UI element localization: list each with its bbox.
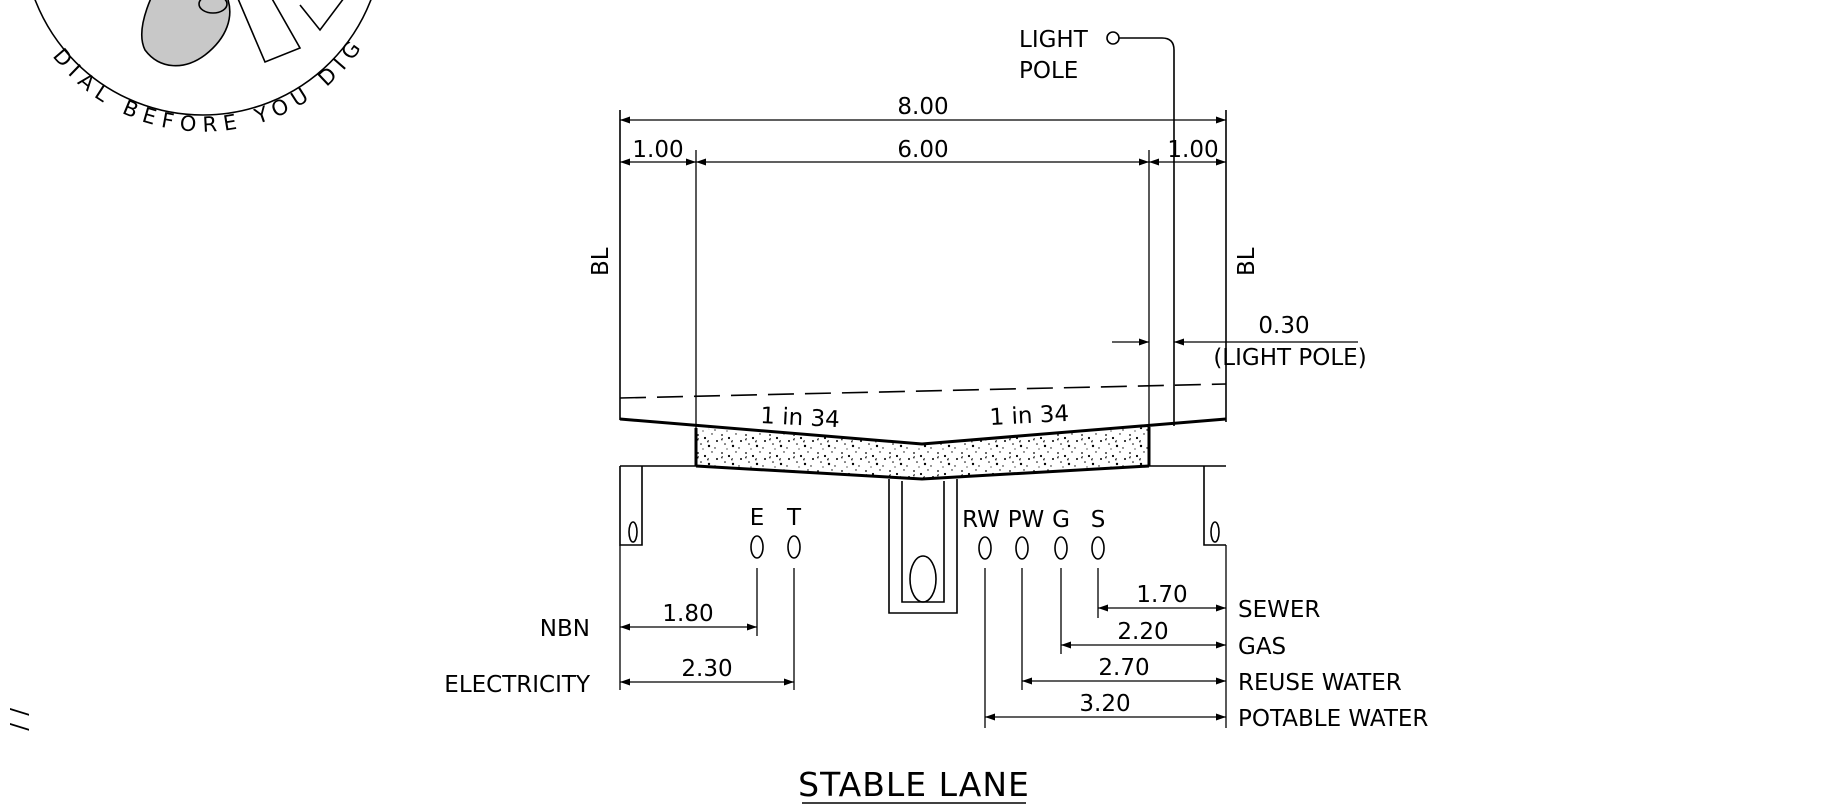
service-code-e: E — [750, 505, 765, 531]
gas-offset-label: 2.20 — [1117, 619, 1168, 645]
gas-dimension: 2.20 GAS — [1061, 619, 1286, 660]
service-conduits: E T RW PW G S — [750, 505, 1106, 560]
crossfall-right-label: 1 in 34 — [989, 401, 1070, 431]
light-pole-offset-label: 0.30 — [1258, 313, 1309, 339]
boundary-left-label: BL — [588, 247, 614, 276]
overall-width-dimension: 8.00 — [620, 94, 1226, 124]
electricity-offset-label: 2.30 — [681, 656, 732, 682]
light-pole-offset-note: (LIGHT POLE) — [1213, 345, 1366, 371]
service-code-pw: PW — [1008, 507, 1045, 533]
left-boundary-wall — [619, 466, 643, 546]
service-code-g: G — [1052, 507, 1070, 533]
logo-outer-ring — [34, 0, 372, 116]
pavement-section: 1 in 34 1 in 34 — [619, 401, 1227, 481]
light-pole: LIGHT POLE — [1019, 27, 1175, 426]
sewer-label: SEWER — [1238, 597, 1320, 623]
road-surface-line — [619, 417, 1227, 446]
reuse-water-pipe — [978, 536, 992, 560]
light-pole-lamp — [1106, 31, 1120, 45]
reuse-water-dimension: 2.70 REUSE WATER — [1022, 655, 1402, 696]
verge-dimensions: 1.00 6.00 1.00 — [620, 137, 1226, 166]
central-drainage-pit — [888, 479, 958, 614]
potable-water-offset-label: 3.20 — [1079, 691, 1130, 717]
sewer-pipe — [1091, 536, 1105, 560]
right-boundary-wall — [1203, 466, 1226, 546]
crossfall-left-label: 1 in 34 — [760, 403, 841, 433]
nbn-label: NBN — [540, 616, 590, 642]
logo-hand-shape — [141, 0, 231, 67]
overall-width-label: 8.00 — [897, 94, 948, 120]
title-text: STABLE LANE — [798, 765, 1030, 804]
electricity-conduit — [750, 535, 764, 559]
logo-shovel-blade — [237, 0, 302, 64]
light-pole-label-line2: POLE — [1019, 58, 1078, 84]
gas-label: GAS — [1238, 634, 1286, 660]
reuse-water-label: REUSE WATER — [1238, 670, 1402, 696]
left-wall-drain — [628, 521, 638, 543]
left-verge-label: 1.00 — [632, 137, 683, 163]
logo-shovel-head — [299, 0, 344, 32]
service-code-rw: RW — [962, 507, 1000, 533]
pavement-aggregate-fill — [696, 427, 1149, 479]
service-code-s: S — [1091, 507, 1106, 533]
light-pole-post — [1119, 37, 1175, 426]
boundary-right-label: BL — [1234, 247, 1260, 276]
right-wall-drain — [1210, 521, 1220, 543]
nbn-dimension: 1.80 NBN — [540, 601, 757, 642]
finished-level-dashed-line — [619, 383, 1227, 399]
light-pole-offset-dimension: 0.30 (LIGHT POLE) — [1112, 313, 1367, 371]
gas-pipe — [1054, 536, 1068, 560]
potable-water-pipe — [1015, 536, 1029, 560]
right-verge-label: 1.00 — [1167, 137, 1218, 163]
boundary-walls — [619, 466, 1226, 546]
electricity-label: ELECTRICITY — [444, 672, 591, 698]
telecom-conduit — [787, 535, 801, 559]
potable-water-dimension: 3.20 POTABLE WATER — [985, 691, 1428, 732]
logo-hole — [198, 0, 228, 14]
nbn-offset-label: 1.80 — [662, 601, 713, 627]
light-pole-label-line1: LIGHT — [1019, 27, 1089, 53]
carriageway-label: 6.00 — [897, 137, 948, 163]
sewer-offset-label: 1.70 — [1136, 582, 1187, 608]
electricity-dimension: 2.30 ELECTRICITY — [444, 656, 794, 698]
reuse-water-offset-label: 2.70 — [1098, 655, 1149, 681]
drawing-title: STABLE LANE — [798, 765, 1030, 804]
service-code-t: T — [786, 505, 802, 531]
dial-before-you-dig-logo: DIAL BEFORE YOU DIG — [34, 0, 372, 137]
potable-water-label: POTABLE WATER — [1238, 706, 1428, 732]
pavement-base-line — [695, 464, 1150, 481]
sewer-dimension: 1.70 SEWER — [1098, 582, 1320, 623]
drainage-pipe — [909, 555, 937, 603]
edge-mark: / / — [6, 708, 32, 731]
